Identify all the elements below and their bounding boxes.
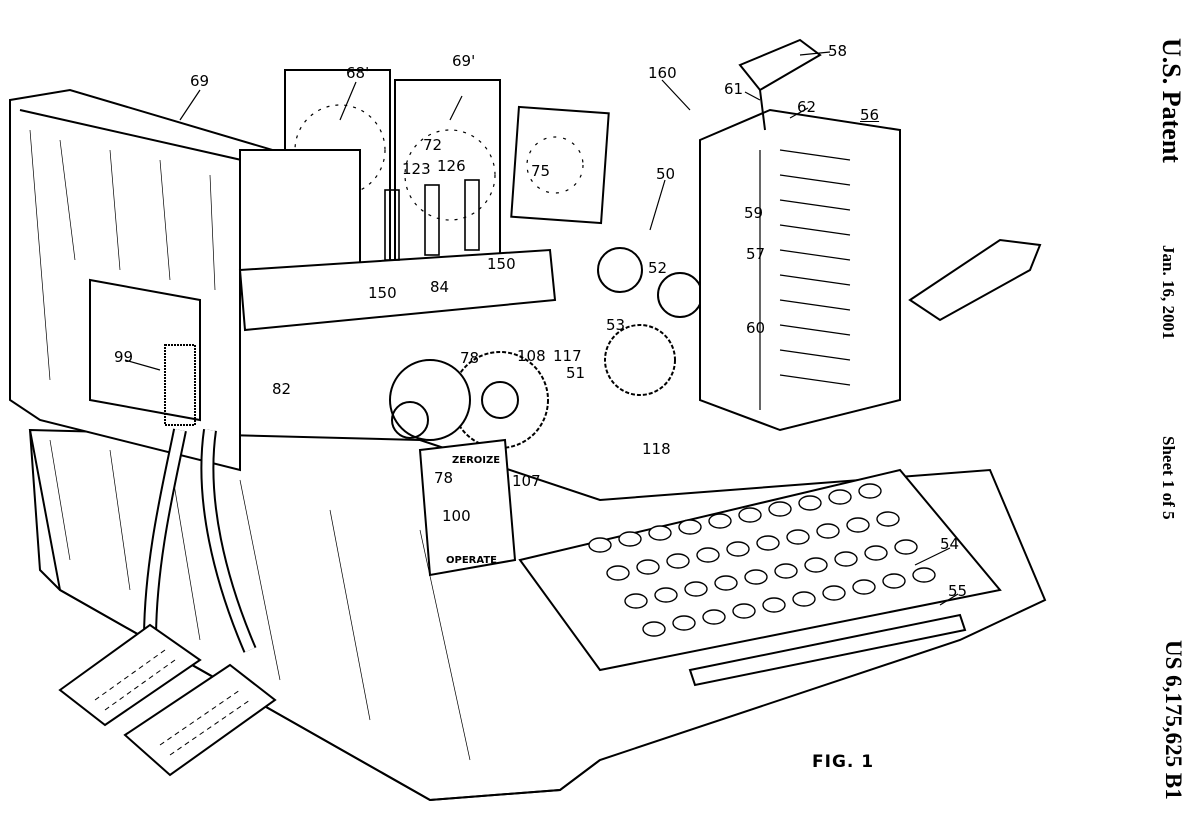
keyboard-key xyxy=(708,513,732,529)
ref-107: 107 xyxy=(512,472,541,490)
keyboard-key xyxy=(642,621,666,637)
ref-123: 123 xyxy=(402,160,431,178)
keyboard-key xyxy=(828,489,852,505)
keyboard-key xyxy=(882,573,906,589)
coil-99 xyxy=(164,344,196,426)
keyboard-key xyxy=(864,545,888,561)
header-patent-number: US 6,175,625 B1 xyxy=(1161,640,1186,800)
keyboard-key xyxy=(738,507,762,523)
keyboard-key xyxy=(798,495,822,511)
ref-82: 82 xyxy=(272,380,292,398)
keyboard-key xyxy=(714,575,738,591)
ref-59: 59 xyxy=(744,204,764,222)
ref-69-prime: 69' xyxy=(452,52,476,70)
ref-56: 56 xyxy=(860,106,880,124)
rotor-contact-holes xyxy=(294,104,584,221)
keyboard-key xyxy=(804,557,828,573)
keyboard-key xyxy=(912,567,936,583)
ref-84: 84 xyxy=(430,278,450,296)
ref-150: 150 xyxy=(368,284,397,302)
keyboard-key xyxy=(762,597,786,613)
keyboard-key xyxy=(696,547,720,563)
ref-78b: 78 xyxy=(434,469,454,487)
keyboard-key xyxy=(876,511,900,527)
keyboard-key xyxy=(678,519,702,535)
keyboard-key xyxy=(618,531,642,547)
header-office: U.S. Patent xyxy=(1157,38,1186,163)
ref-118: 118 xyxy=(642,440,671,458)
keyboard-key xyxy=(768,501,792,517)
gear-53 xyxy=(604,324,676,396)
ref-117: 117 xyxy=(553,347,582,365)
keyboard-key xyxy=(846,517,870,533)
ref-57: 57 xyxy=(746,245,766,263)
keyboard-key xyxy=(588,537,612,553)
zeroize-plate xyxy=(418,438,517,577)
ref-50: 50 xyxy=(656,165,676,183)
keyboard-key xyxy=(834,551,858,567)
keyboard-key xyxy=(822,585,846,601)
ref-61: 61 xyxy=(724,80,744,98)
ref-108: 108 xyxy=(517,347,546,365)
rotor-cage-56 xyxy=(699,108,901,432)
ref-62: 62 xyxy=(797,98,817,116)
ref-75: 75 xyxy=(531,162,551,180)
zeroize-label: ZEROIZE xyxy=(452,455,501,466)
keyboard-key xyxy=(702,609,726,625)
ref-54: 54 xyxy=(940,535,960,553)
gear-upper xyxy=(389,359,471,441)
ref-78: 78 xyxy=(460,349,480,367)
connector-plug-right xyxy=(123,663,277,777)
ref-58: 58 xyxy=(828,42,848,60)
operate-label: OPERATE xyxy=(446,555,497,566)
ref-53: 53 xyxy=(606,316,626,334)
keyboard-key xyxy=(756,535,780,551)
ref-51: 51 xyxy=(566,364,586,382)
header-date: Jan. 16, 2001 xyxy=(1159,245,1178,340)
keyboard-key xyxy=(636,559,660,575)
typewriter-cipher-machine-drawing xyxy=(9,38,1047,802)
rotor-panel-69 xyxy=(394,79,501,281)
keyboard-key xyxy=(792,591,816,607)
keyboard-key xyxy=(774,563,798,579)
rotor-panel-75 xyxy=(510,105,610,225)
keyboard-key xyxy=(816,523,840,539)
keyboard-key xyxy=(684,581,708,597)
ref-55: 55 xyxy=(948,582,968,600)
ref-99: 99 xyxy=(114,348,134,366)
ref-150b: 150 xyxy=(487,255,516,273)
keyboard-key xyxy=(726,541,750,557)
knob-58 xyxy=(738,38,822,92)
ref-126: 126 xyxy=(437,157,466,175)
figure-caption: FIG. 1 xyxy=(812,752,875,772)
keyboard-key xyxy=(858,483,882,499)
crank-handle xyxy=(908,238,1042,322)
ref-68-prime: 68' xyxy=(346,64,370,82)
keyboard-key xyxy=(624,593,648,609)
keyboard-key xyxy=(666,553,690,569)
ref-100: 100 xyxy=(442,507,471,525)
ref-69: 69 xyxy=(190,72,210,90)
keyboard-key xyxy=(654,587,678,603)
ref-72: 72 xyxy=(423,136,443,154)
ref-52: 52 xyxy=(648,259,668,277)
keyboard-key xyxy=(672,615,696,631)
keyboard-key xyxy=(786,529,810,545)
keyboard-key xyxy=(648,525,672,541)
ref-60: 60 xyxy=(746,319,766,337)
bar-84 xyxy=(238,248,557,332)
space-bar xyxy=(688,613,967,687)
ref-160: 160 xyxy=(648,64,677,82)
keyboard-key xyxy=(744,569,768,585)
keyboard-keys xyxy=(588,483,936,637)
header-sheet: Sheet 1 of 5 xyxy=(1159,436,1178,520)
keyboard-key xyxy=(894,539,918,555)
keyboard-key xyxy=(606,565,630,581)
keyboard-key xyxy=(732,603,756,619)
keyboard-key xyxy=(852,579,876,595)
